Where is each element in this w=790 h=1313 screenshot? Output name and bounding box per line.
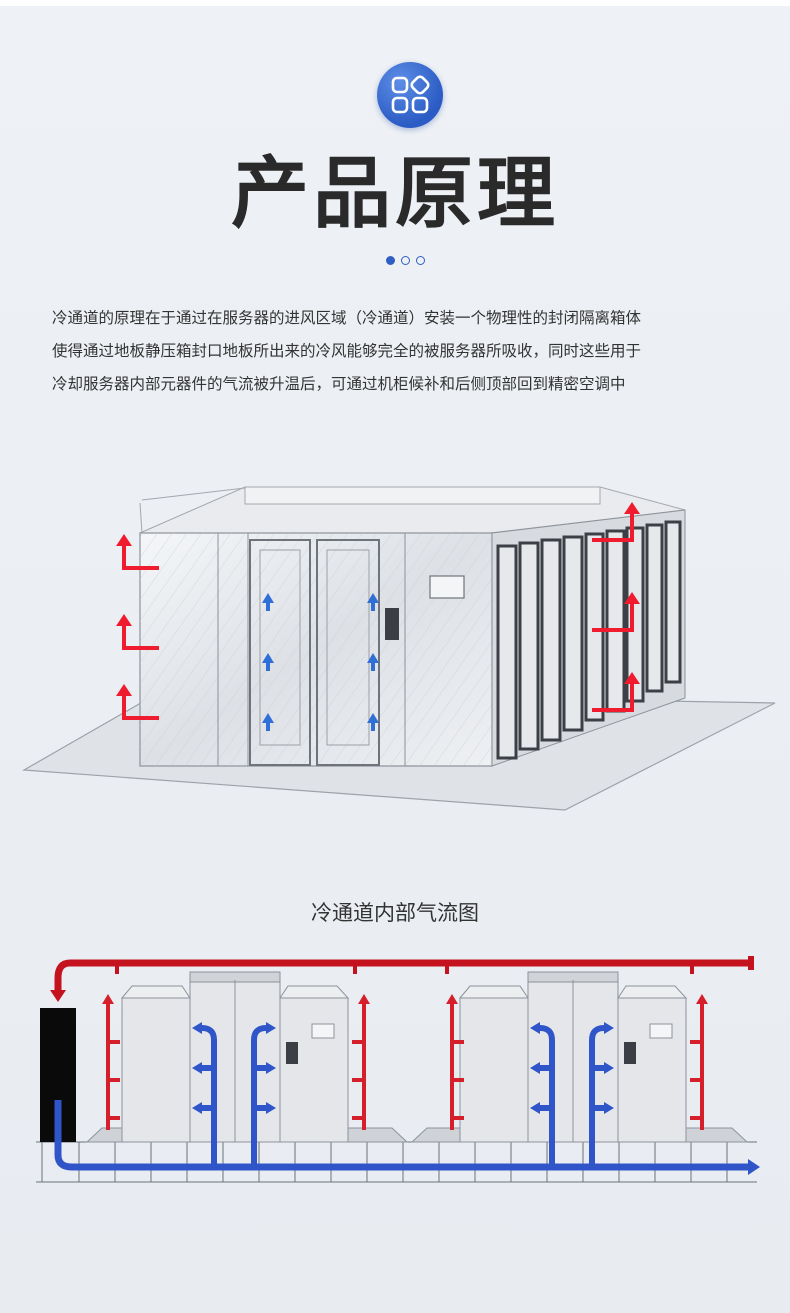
access-control-panel: [385, 608, 399, 640]
dot-active: [386, 256, 395, 265]
cabinet-group-left: [120, 971, 350, 1143]
airflow-diagram-title: 冷通道内部气流图: [311, 901, 479, 925]
cold-air-risers: [201, 1025, 605, 1164]
display-panel: [429, 575, 465, 599]
page-title: 产品原理: [230, 149, 559, 239]
cabinet-group-right: [458, 971, 688, 1143]
description-line: 冷通道的原理在于通过在服务器的进风区域（冷通道）安装一个物理性的封闭隔离箱体: [52, 309, 642, 327]
hot-air-return-duct: [54, 959, 750, 990]
apps-grid-icon: [377, 62, 443, 128]
description-line: 使得通过地板静压箱封口地板所出来的冷风能够完全的被服务器所吸收，同时这些用于: [52, 342, 642, 360]
pagination-dots: [386, 256, 425, 268]
hot-air-arrows: [122, 513, 634, 720]
cabinet-row: [496, 520, 682, 760]
door-left: [249, 539, 311, 766]
airflow-section-diagram: [36, 956, 760, 1183]
cold-aisle-isometric-diagram: [22, 486, 776, 811]
top-divider: [0, 0, 790, 6]
cold-air-supply-channel: [54, 1100, 750, 1171]
description: 冷通道的原理在于通过在服务器的进风区域（冷通道）安装一个物理性的封闭隔离箱体 使…: [52, 302, 752, 401]
cold-air-arrows: [262, 593, 379, 731]
dot: [401, 256, 410, 265]
door-right: [316, 539, 380, 766]
dot: [416, 256, 425, 265]
hot-air-channels: [106, 1002, 704, 1130]
description-line: 冷却服务器内部元器件的气流被升温后，可通过机柜候补和后侧顶部回到精密空调中: [52, 375, 626, 393]
floor-grid: [36, 1141, 757, 1183]
